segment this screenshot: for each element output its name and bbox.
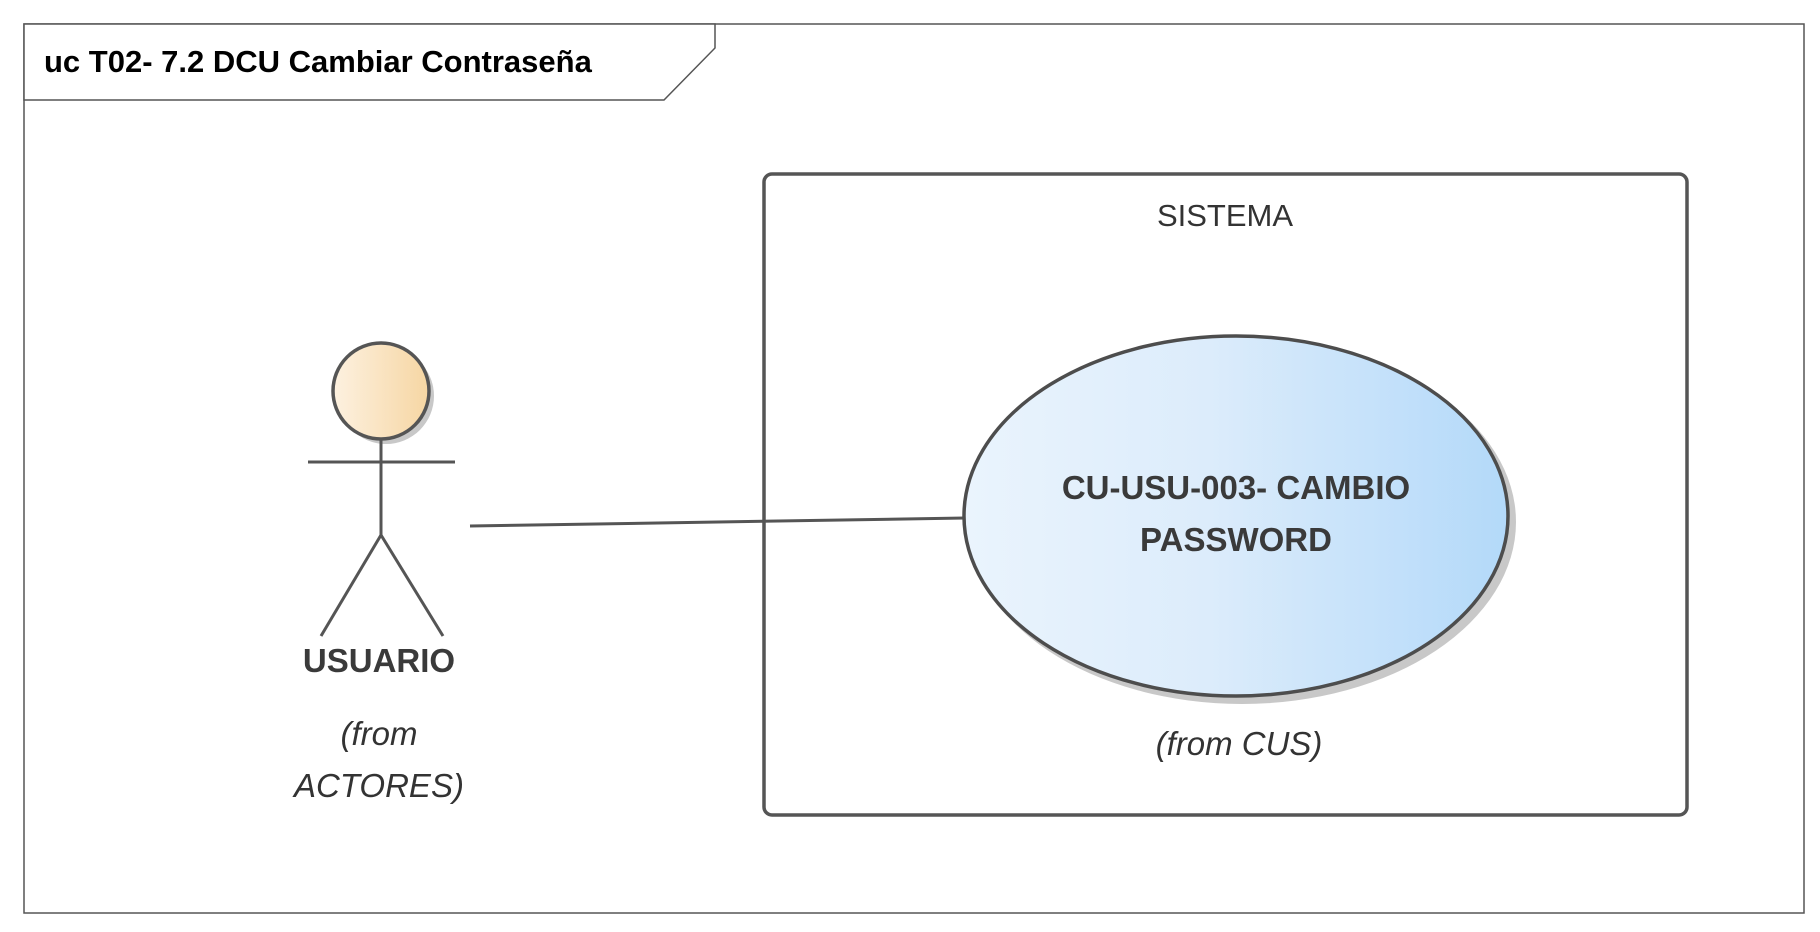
system-boundary-name: SISTEMA: [1157, 198, 1293, 233]
actor[interactable]: [308, 341, 455, 637]
actor-head: [331, 341, 431, 441]
use-case-ellipse[interactable]: [962, 334, 1510, 698]
association-line[interactable]: [469, 516, 966, 528]
use-case[interactable]: CU-USU-003- CAMBIO PASSWORD: [962, 334, 1516, 704]
use-case-name-line2: PASSWORD: [1140, 521, 1332, 558]
actor-left-leg: [319, 534, 383, 637]
use-case-from-package: (from CUS): [1156, 725, 1323, 762]
actor-from-package-line2: ACTORES): [292, 767, 464, 804]
frame-title-tab: [23, 23, 716, 101]
actor-name: USUARIO: [303, 642, 455, 679]
actor-right-leg: [379, 534, 445, 637]
frame-title: uc T02- 7.2 DCU Cambiar Contraseña: [44, 44, 593, 79]
actor-from-package-line1: (from: [341, 715, 418, 752]
use-case-name-line1: CU-USU-003- CAMBIO: [1062, 469, 1410, 506]
